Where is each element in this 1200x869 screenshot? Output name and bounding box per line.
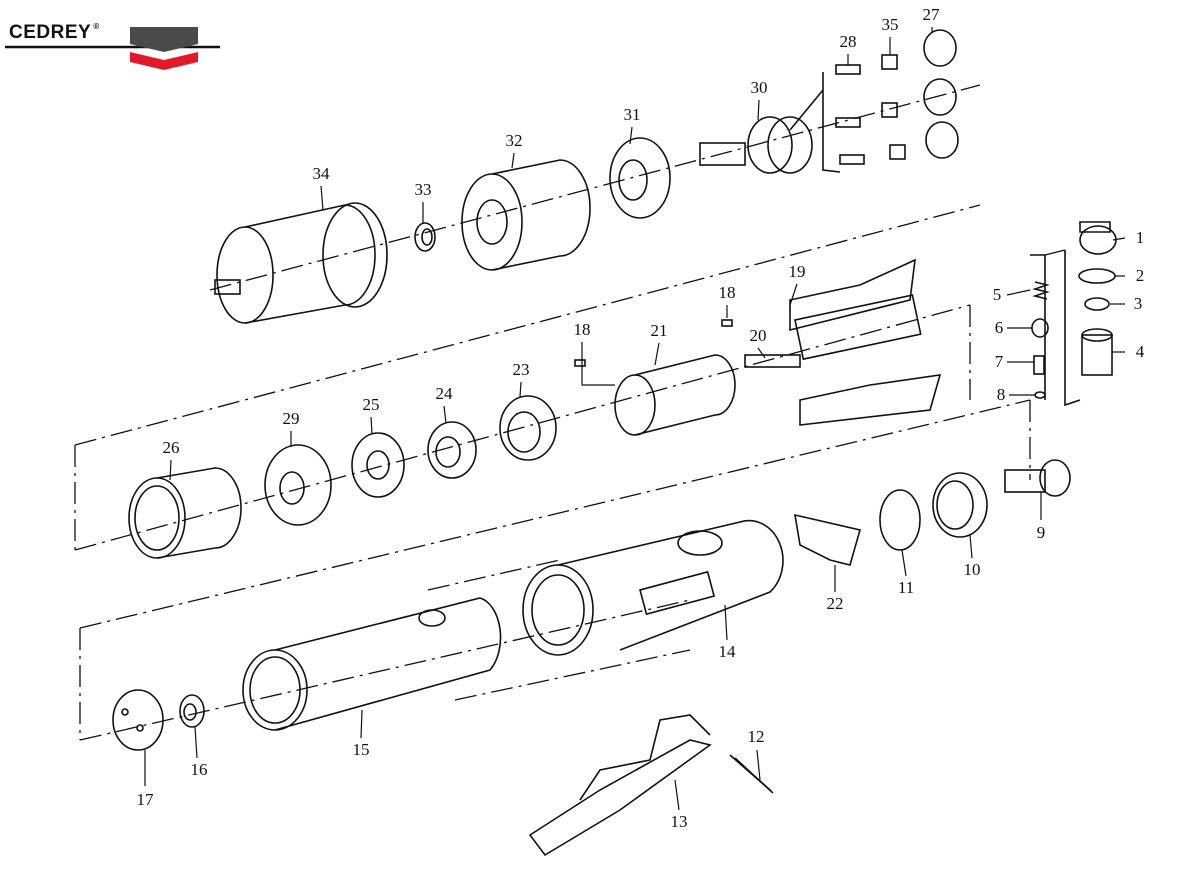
part-label-17: 17 xyxy=(136,790,154,809)
part-10-bushing xyxy=(932,472,988,538)
part-label-9: 9 xyxy=(1036,523,1046,542)
part-label-21: 21 xyxy=(650,321,668,340)
part-label-18a: 18 xyxy=(573,320,591,339)
part-14-handle xyxy=(522,519,784,656)
part-label-18b: 18 xyxy=(718,283,736,302)
part-label-30: 30 xyxy=(750,78,768,97)
part-25-washer xyxy=(351,432,405,498)
part-16-bearing xyxy=(179,694,205,728)
part-label-19: 19 xyxy=(788,262,806,281)
part-9-inlet xyxy=(1004,459,1071,497)
part-label-33: 33 xyxy=(414,180,432,199)
part-label-29: 29 xyxy=(282,409,300,428)
part-22-clip xyxy=(794,513,862,566)
part-label-14: 14 xyxy=(718,642,736,661)
assembly-guide-lines xyxy=(74,84,1066,741)
part-34-chuck xyxy=(214,202,388,324)
part-17-plate xyxy=(112,689,164,751)
part-label-31: 31 xyxy=(623,105,641,124)
part-23-end-plate xyxy=(499,395,557,461)
part-label-6: 6 xyxy=(994,318,1004,337)
part-29-bearing xyxy=(264,444,332,526)
part-label-3: 3 xyxy=(1133,294,1143,313)
part-label-23: 23 xyxy=(512,360,530,379)
part-label-32: 32 xyxy=(505,131,523,150)
part-label-7: 7 xyxy=(994,352,1004,371)
part-15-housing xyxy=(242,597,502,731)
part-12-pin xyxy=(729,754,774,794)
part-label-12: 12 xyxy=(747,727,765,746)
part-30-planet-carrier xyxy=(699,116,813,174)
part-18-pins xyxy=(574,319,733,367)
brand-name: CEDREY® xyxy=(9,22,100,44)
part-label-20: 20 xyxy=(749,326,767,345)
part-label-13: 13 xyxy=(670,812,688,831)
part-21-cylinder xyxy=(614,354,736,436)
part-label-27: 27 xyxy=(922,5,940,24)
part-label-24: 24 xyxy=(435,384,453,403)
part-13-lever xyxy=(528,714,712,857)
part-label-4: 4 xyxy=(1135,342,1145,361)
part-label-10: 10 xyxy=(963,560,981,579)
part-label-28: 28 xyxy=(839,32,857,51)
part-label-8: 8 xyxy=(996,385,1006,404)
inlet-valve-parts xyxy=(1030,221,1117,407)
leader-lines xyxy=(144,27,1126,811)
part-label-26: 26 xyxy=(162,438,180,457)
part-label-34: 34 xyxy=(312,164,330,183)
part-31-bearing xyxy=(609,137,671,219)
part-33-ring xyxy=(414,222,436,252)
brand-text: CEDREY xyxy=(9,22,92,43)
part-32-housing xyxy=(461,159,591,271)
part-26-gear-ring xyxy=(128,467,242,559)
part-label-5: 5 xyxy=(992,285,1002,304)
part-label-2: 2 xyxy=(1135,266,1145,285)
part-label-22: 22 xyxy=(826,594,844,613)
part-label-11: 11 xyxy=(897,578,915,597)
brand-logo xyxy=(5,27,220,70)
part-label-35: 35 xyxy=(881,15,899,34)
part-label-15: 15 xyxy=(352,740,370,759)
part-11-o-ring xyxy=(879,489,921,551)
part-24-bearing xyxy=(427,421,477,479)
planet-gear-set xyxy=(789,29,959,173)
part-label-1: 1 xyxy=(1135,228,1145,247)
registered-mark: ® xyxy=(93,22,100,31)
part-label-16: 16 xyxy=(190,760,208,779)
part-19-20-rotor-blades xyxy=(744,258,942,426)
part-label-25: 25 xyxy=(362,395,380,414)
